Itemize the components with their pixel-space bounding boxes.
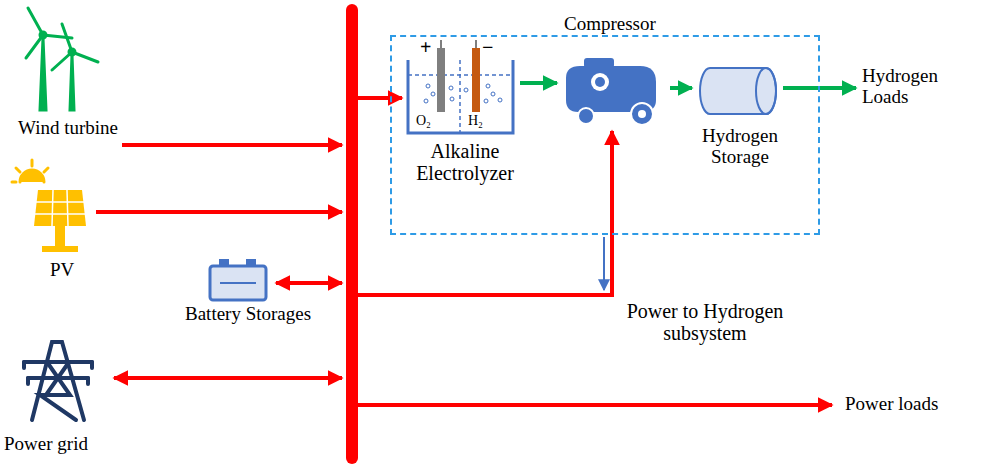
node-label: Compressor (564, 14, 656, 35)
node-label: Wind turbine (18, 118, 118, 139)
hydrogen-loads: Hydrogen Loads (858, 60, 954, 118)
symbol-label: H₂ (468, 113, 483, 129)
pylon-icon (24, 342, 92, 420)
compressor-icon (566, 58, 656, 125)
symbol-label: O₂ (416, 113, 431, 129)
hydrogen-storage: Hydrogen Storage (694, 64, 780, 120)
power-bus (346, 4, 358, 464)
node-label: Hydrogen Storage (690, 126, 790, 168)
symbol-label: + (420, 36, 431, 59)
power-loads: Power loads (840, 392, 990, 420)
pv-icon (12, 160, 86, 252)
battery-icon (210, 259, 266, 300)
battery-storage: Battery Storages (205, 256, 271, 302)
power-flows (96, 98, 832, 405)
wind-turbine: Wind turbine (12, 5, 112, 115)
hydrogen-flow-arrow (670, 86, 692, 90)
node-label: Battery Storages (185, 304, 311, 325)
compressor: Compressor (559, 58, 667, 130)
pv: PV (12, 158, 92, 256)
symbol-label: − (482, 36, 493, 59)
node-label: PV (50, 260, 74, 281)
node-label: Alkaline Electrolyzer (400, 140, 530, 184)
subsystem-box: Power to Hydrogen subsystemAlkaline Elec… (390, 35, 820, 235)
power-grid: Power grid (20, 335, 96, 425)
node-label: Power to Hydrogen subsystem (600, 300, 810, 344)
hydrogen-tank-icon (700, 68, 776, 114)
node-label: Power loads (845, 394, 938, 415)
wind-turbine-icon (26, 8, 98, 110)
hydrogen-flow-arrow (520, 81, 557, 85)
pointer-line (603, 237, 605, 290)
node-label: Power grid (4, 434, 88, 455)
node-label: Hydrogen Loads (862, 66, 952, 108)
